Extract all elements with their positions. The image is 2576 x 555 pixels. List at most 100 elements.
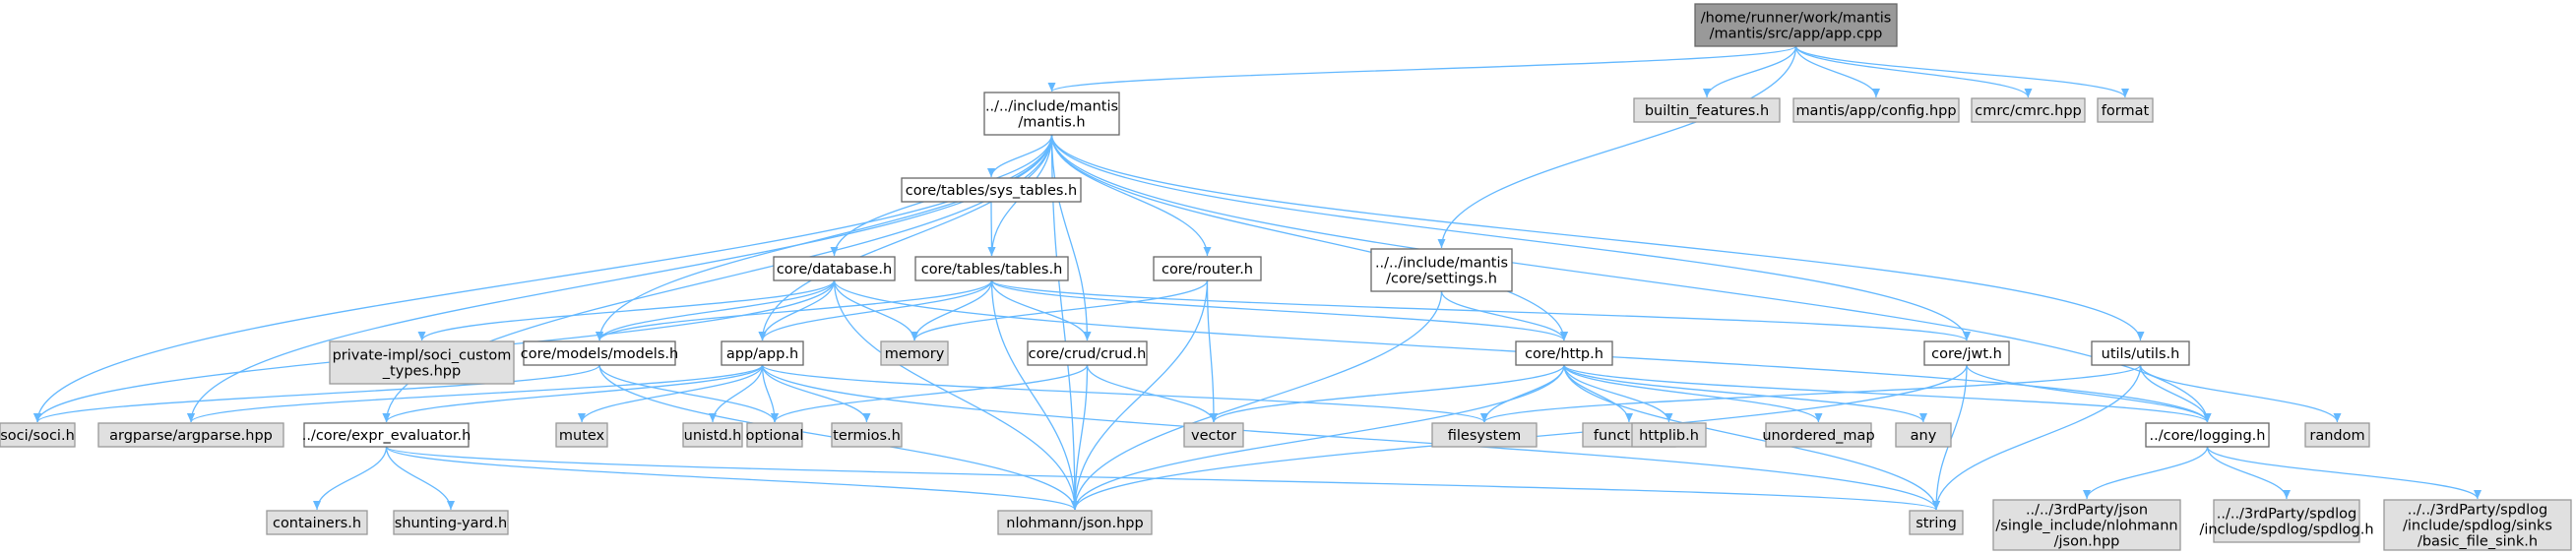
edge-expr-to-shunting [385,446,455,511]
node-box [773,256,896,281]
node-jwt[interactable]: core/jwt.h [1923,340,2010,366]
node-termios: termios.h [831,422,903,448]
node-label: core/crud/crud.h [1029,346,1147,362]
node-label: ../../3rdParty/spdlog [2408,503,2548,519]
node-label: core/tables/sys_tables.h [906,183,1077,199]
node-box [1765,422,1872,448]
node-expr[interactable]: ../core/expr_evaluator.h [302,422,471,448]
node-label: filesystem [1448,428,1522,444]
node-database[interactable]: core/database.h [773,256,896,281]
node-box [0,422,76,448]
edge-logging-to-json_single [2083,446,2209,500]
node-label: core/tables/tables.h [921,262,1063,278]
node-label: string [1916,516,1957,531]
edge-http-to-string [1563,364,1940,511]
node-label: /include/spdlog/spdlog.h [2199,523,2373,538]
node-box [555,422,608,448]
edge-crud-to-optional [771,364,1089,423]
edge-app-to-filesystem [761,364,1488,423]
node-json: nlohmann/json.hpp [997,510,1153,535]
edge-mantis_h-to-jwt [1050,134,1971,341]
node-utils[interactable]: utils/utils.h [2091,340,2190,366]
node-string: string [1909,510,1964,535]
node-box [1694,3,1898,47]
node-label: private-impl/soci_custom [333,348,512,364]
node-soci: soci/soci.h [0,422,76,448]
edge-router-to-json [1071,279,1209,511]
node-label: containers.h [273,516,361,531]
node-label: unordered_map [1762,428,1874,444]
node-spdlog: ../../3rdParty/spdlog/include/spdlog/spd… [2199,499,2374,543]
edge-root-to-builtin [1703,45,1797,98]
node-box [2383,499,2572,551]
edge-app-to-argparse [187,364,764,423]
edge-settings-to-json [1071,290,1443,511]
node-label: vector [1191,428,1236,444]
node-router[interactable]: core/router.h [1153,256,1262,281]
edge-http-to-json [1071,364,1565,511]
edge-mantis_h-to-utils [1050,134,2145,341]
node-box [2091,340,2190,366]
node-unordered_map: unordered_map [1762,422,1875,448]
edges-layer [33,45,2482,511]
node-app[interactable]: app/app.h [721,340,804,366]
edge-tables-to-http [990,279,1568,341]
node-mutex: mutex [555,422,608,448]
node-memory: memory [880,340,949,366]
node-box [721,340,804,366]
edge-logging-to-spdlog [2206,446,2291,500]
node-label: /mantis/src/app/app.cpp [1710,27,1883,42]
node-http[interactable]: core/http.h [1515,340,1613,366]
node-box [97,422,284,448]
edge-http-to-vector [1210,364,1565,423]
node-models[interactable]: core/models/models.h [521,340,678,366]
node-root[interactable]: /home/runner/work/mantis/mantis/src/app/… [1694,3,1898,47]
node-box [1631,422,1707,448]
edge-mantis_h-to-models [596,134,1053,341]
edge-root-to-format [1794,45,2129,98]
edge-http-to-any [1563,364,1927,423]
edge-root-to-config [1794,45,1880,98]
node-label: core/jwt.h [1931,346,2002,362]
node-settings[interactable]: ../../include/mantis/core/settings.h [1370,248,1513,292]
node-label: optional [746,428,804,444]
node-box [2304,422,2370,448]
node-box [901,177,1082,203]
node-label: /json.hpp [2054,534,2120,550]
edge-app-to-unistd [709,364,764,423]
node-label: soci/soci.h [0,428,75,444]
edge-database-to-models [596,279,836,341]
node-tables[interactable]: core/tables/tables.h [914,256,1069,281]
node-box [1153,256,1262,281]
edge-crud-to-vector [1086,364,1218,423]
node-mantis_h[interactable]: ../../include/mantis/mantis.h [983,92,1120,136]
edge-database-to-soci_custom [417,279,836,341]
node-label: mantis/app/config.hpp [1795,103,1956,119]
node-logging[interactable]: ../core/logging.h [2145,422,2270,448]
node-crud[interactable]: core/crud/crud.h [1027,340,1148,366]
node-format: format [2097,97,2154,123]
node-box [983,92,1120,136]
edge-expr-to-string [385,446,1940,511]
node-box [1923,340,2010,366]
node-sys_tables[interactable]: core/tables/sys_tables.h [901,177,1082,203]
node-label: core/http.h [1525,346,1603,362]
edge-crud-to-json [1071,364,1089,511]
node-label: random [2309,428,2364,444]
node-box [1909,510,1964,535]
node-label: /include/spdlog/sinks [2403,519,2552,534]
node-json_single: ../../3rdParty/json/single_include/nlohm… [1992,499,2181,551]
node-containers: containers.h [266,510,368,535]
edge-http-to-filesystem [1480,364,1565,423]
node-box [1431,422,1538,448]
node-label: core/router.h [1162,262,1253,278]
node-box [1633,97,1781,123]
edge-utils-to-random [2139,364,2342,423]
edge-app-to-mutex [578,364,764,423]
edge-expr-to-json [385,446,1079,511]
node-box [303,422,470,448]
edge-router-to-memory [911,279,1209,341]
edge-mantis_h-to-crud [1050,134,1092,341]
node-box [914,256,1069,281]
